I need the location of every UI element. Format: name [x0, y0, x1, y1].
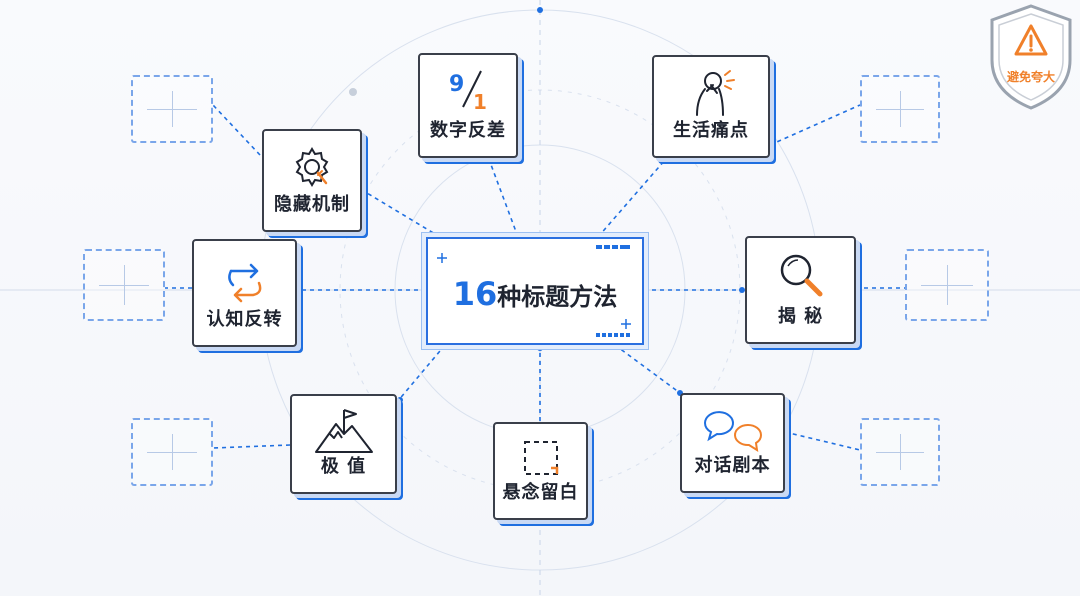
badge-label: 避免夸大 — [1006, 70, 1055, 84]
nine-over-one-icon: 9 1 — [449, 70, 487, 113]
node-reveal: 揭 秘 — [745, 236, 856, 344]
node-label: 生活痛点 — [673, 120, 749, 141]
node-label: 对话剧本 — [694, 455, 771, 476]
placeholder-box-top-left — [131, 75, 213, 143]
gear-icon — [295, 147, 329, 187]
placeholder-box-top-right — [860, 75, 940, 143]
center-title: 16种标题方法 — [428, 275, 642, 313]
node-extreme: 极 值 — [290, 394, 397, 494]
placeholder-box-mid-left — [83, 249, 165, 321]
node-dialogue-script: 对话剧本 — [680, 393, 785, 493]
warning-shield-icon — [990, 4, 1072, 110]
center-decoration — [437, 245, 631, 337]
chat-bubbles-icon — [703, 411, 762, 452]
node-label: 悬念留白 — [502, 482, 579, 503]
center-number: 16 — [452, 275, 498, 313]
digit-one: 1 — [473, 90, 487, 113]
placeholder-box-bottom-left — [131, 418, 213, 486]
dashed-square-icon — [523, 441, 558, 475]
node-label: 数字反差 — [430, 120, 506, 141]
center-text: 种标题方法 — [497, 283, 618, 311]
node-cognitive-reversal: 认知反转 — [192, 239, 297, 347]
node-hidden-mechanism: 隐藏机制 — [262, 129, 362, 232]
center-title-box: 16种标题方法 — [426, 237, 644, 345]
node-label: 认知反转 — [206, 309, 283, 330]
node-label: 极 值 — [320, 456, 367, 477]
node-suspense: 悬念留白 — [493, 422, 588, 520]
reverse-arrows-icon — [227, 263, 261, 303]
digit-nine: 9 — [449, 72, 464, 97]
warning-badge: 避免夸大 — [986, 4, 1076, 112]
node-digit-contrast: 9 1 数字反差 — [418, 53, 518, 158]
placeholder-box-bottom-right — [860, 418, 940, 486]
node-pain-point: 生活痛点 — [652, 55, 770, 158]
placeholder-box-mid-right — [905, 249, 989, 321]
magnifier-icon — [780, 254, 822, 297]
mountain-flag-icon — [314, 409, 373, 453]
stressed-person-icon — [696, 70, 735, 116]
node-label: 揭 秘 — [777, 306, 824, 327]
node-label: 隐藏机制 — [274, 194, 350, 215]
